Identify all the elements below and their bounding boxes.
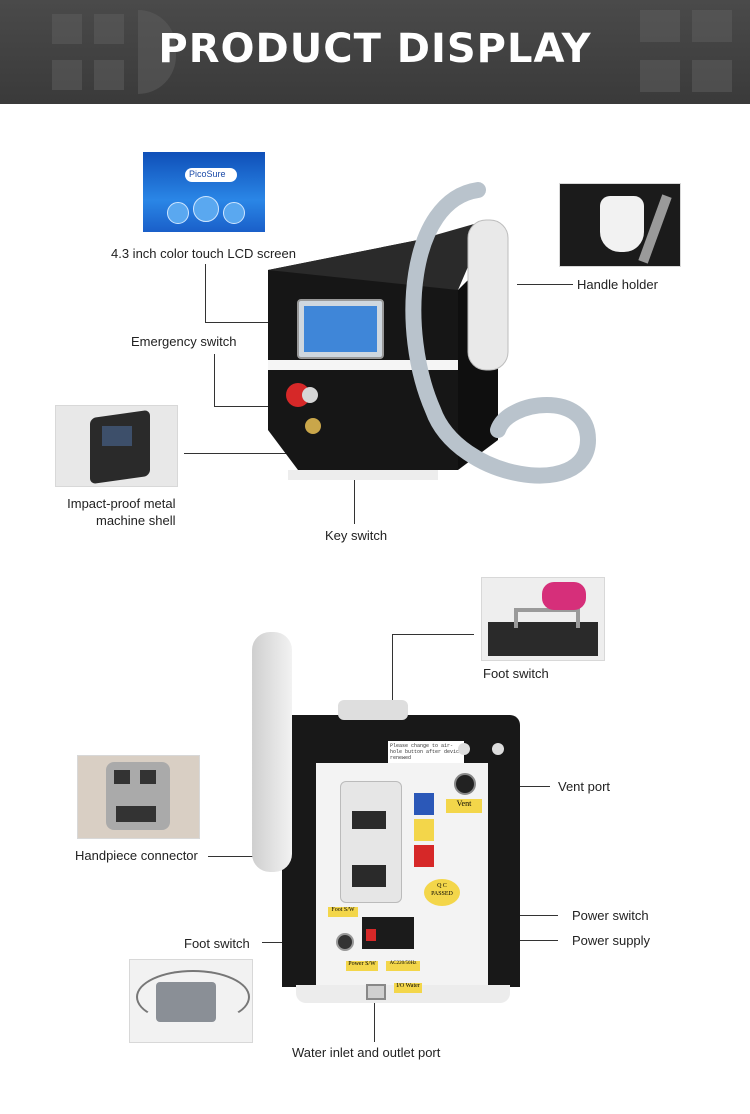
label-power-supply: Power supply: [572, 933, 651, 948]
banner-decoration: [640, 60, 680, 92]
connector-block: [340, 781, 402, 903]
handle-holder-thumbnail: [559, 183, 681, 267]
label-foot-switch-top: Foot switch: [483, 666, 549, 681]
page-title: PRODUCT DISPLAY: [158, 26, 592, 72]
leader-line: [205, 264, 206, 322]
banner-decoration: [94, 60, 124, 90]
banner-decoration: [52, 60, 82, 90]
label-emergency-switch: Emergency switch: [131, 334, 237, 349]
label-handle-holder: Handle holder: [577, 277, 658, 292]
handle-holder-top: [338, 700, 408, 720]
leader-line: [214, 406, 290, 407]
emergency-stop-ring: [302, 387, 318, 403]
handpiece-cable: [405, 182, 597, 484]
base: [288, 470, 438, 480]
shell-screen-graphic: [102, 426, 132, 446]
label-foot-switch-bottom: Foot switch: [184, 936, 250, 951]
machine-back-view: Please change to air-hole button after d…: [282, 715, 520, 987]
label-lcd-screen: 4.3 inch color touch LCD screen: [111, 246, 296, 261]
glove-graphic: [542, 582, 586, 610]
leader-line: [374, 990, 375, 1042]
water-port-graphic: [366, 984, 386, 1000]
machine-white-band: [268, 360, 458, 370]
connector-pin: [114, 770, 130, 784]
color-code-l: [414, 845, 434, 867]
metal-shell-thumbnail: [55, 405, 178, 487]
pedal-cable-graphic: [136, 970, 250, 1024]
header-banner: PRODUCT DISPLAY: [0, 0, 750, 104]
label-water-port: Water inlet and outlet port: [292, 1045, 441, 1060]
top-button: [492, 743, 504, 755]
back-handpiece: [252, 632, 292, 872]
foot-switch-port: [336, 933, 354, 951]
handle-graphic: [514, 608, 580, 628]
top-button: [458, 743, 470, 755]
color-code-h: [414, 793, 434, 815]
foot-sw-label: Foot S/W: [328, 907, 358, 917]
connector-pin: [140, 770, 156, 784]
label-vent-port: Vent port: [558, 779, 611, 794]
connector-pin: [116, 806, 156, 822]
label-key-switch: Key switch: [325, 528, 388, 543]
screen-button: [223, 202, 245, 224]
screen-button: [193, 196, 219, 222]
brand-logo: [185, 168, 237, 182]
ac-label: AC220/50Hz: [386, 961, 420, 971]
label-handpiece-connector: Handpiece connector: [75, 848, 198, 863]
leader-line: [205, 322, 285, 323]
connector-socket: [352, 865, 386, 887]
leader-line: [517, 284, 573, 285]
handpiece-connector-thumbnail: [77, 755, 200, 839]
back-notice: Please change to air-hole button after d…: [388, 741, 464, 763]
vent-label: Vent: [446, 799, 482, 813]
lcd-screen-thumbnail: PicoSure: [143, 152, 265, 232]
connector-socket: [352, 811, 386, 829]
label-metal-shell-line2: machine shell: [96, 513, 176, 528]
handpiece: [467, 219, 509, 371]
leader-line: [392, 634, 393, 710]
emergency-stop-button: [286, 383, 310, 407]
leader-line: [214, 354, 215, 406]
handle-holder-graphic: [600, 196, 644, 252]
io-water-label: I/O Water: [394, 983, 422, 993]
power-sw-label: Power S/W: [346, 961, 378, 971]
machine-front-view: [268, 182, 597, 484]
leader-line: [392, 634, 474, 635]
label-metal-shell: Impact-proof metal machine shell: [60, 495, 176, 529]
label-power-switch: Power switch: [572, 908, 649, 923]
color-code-n: [414, 819, 434, 841]
banner-decoration: [640, 10, 680, 42]
foot-switch-pedal-thumbnail: [481, 577, 605, 661]
banner-decoration: [692, 10, 732, 42]
front-lcd-display: [304, 306, 377, 352]
back-base: [296, 985, 510, 1003]
foot-pedal-thumbnail: [129, 959, 253, 1043]
brand-logo-text: PicoSure: [189, 169, 226, 179]
power-switch-graphic: [366, 929, 376, 941]
screen-button: [167, 202, 189, 224]
vent-port-graphic: [454, 773, 476, 795]
leader-line: [184, 453, 354, 454]
banner-decoration: [94, 14, 124, 44]
shell-graphic: [90, 409, 150, 485]
label-metal-shell-line1: Impact-proof metal: [67, 496, 176, 511]
banner-decoration: [52, 14, 82, 44]
key-switch-graphic: [305, 418, 321, 434]
banner-decoration: [692, 60, 732, 92]
